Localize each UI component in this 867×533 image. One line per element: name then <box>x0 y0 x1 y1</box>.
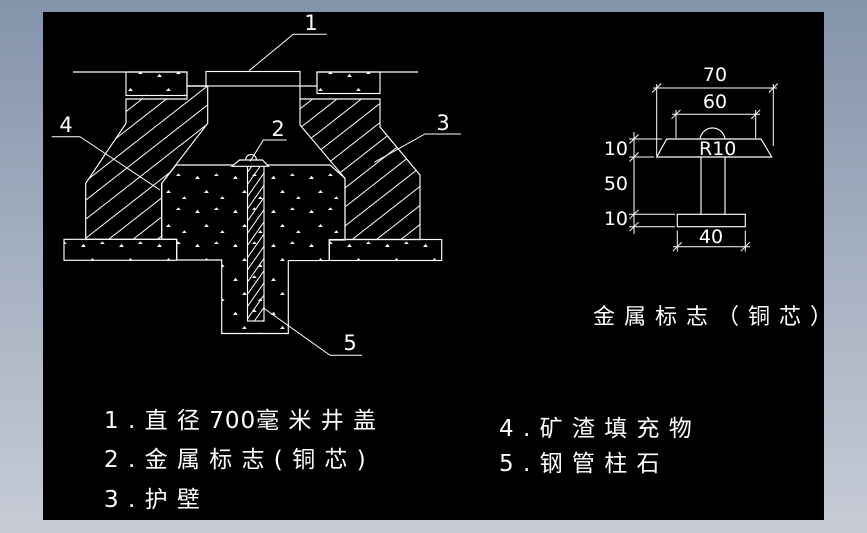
dim-40-value: 40 <box>699 226 723 248</box>
dim-60-value: 60 <box>703 91 727 113</box>
callout-4-label: 4 <box>59 113 72 137</box>
dimension-ticks <box>629 83 779 252</box>
dim-vertical-chain: 10 50 10 <box>604 132 675 234</box>
legend-item-3: 3 . 护 壁 <box>104 487 201 513</box>
dim-r10-value: R10 <box>699 138 736 160</box>
legend-item-4: 4 . 矿 渣 填 充 物 <box>499 416 693 442</box>
callout-3-label: 3 <box>436 111 449 135</box>
callout-3-leader <box>374 133 461 163</box>
dim-70: 70 <box>653 64 777 156</box>
detail-caption: 金 属 标 志 （ 铜 芯 ） <box>593 305 833 330</box>
callout-2-label: 2 <box>271 117 284 141</box>
dim-40: 40 <box>673 226 750 252</box>
legend-item-2: 2 . 金 属 标 志 ( 铜 芯 ) <box>104 447 367 473</box>
callout-5-label: 5 <box>343 331 356 355</box>
legend-item-1: 1 . 直 径 700毫 米 井 盖 <box>104 408 377 434</box>
left-shoulder-block <box>125 71 188 97</box>
left-footing <box>63 238 178 261</box>
dim-10-bottom-value: 10 <box>604 208 628 230</box>
dim-50-value: 50 <box>604 173 628 195</box>
detail-marker-base <box>676 213 746 228</box>
right-shoulder-block <box>316 71 381 95</box>
callout-1-leader <box>248 33 327 72</box>
detail-marker-cap <box>655 138 773 158</box>
callout-2-leader <box>249 139 287 162</box>
dim-70-value: 70 <box>703 64 727 86</box>
callout-4-leader <box>51 136 161 191</box>
callout-5-leader <box>263 307 362 356</box>
dim-10-top-value: 10 <box>604 138 628 160</box>
steel-pipe <box>246 165 265 322</box>
detail-marker-dome <box>699 127 726 140</box>
well-cover <box>205 70 301 87</box>
marker-cap-main <box>230 159 270 167</box>
model-space-canvas <box>43 12 824 520</box>
callout-1-label: 1 <box>304 11 317 35</box>
legend-item-5: 5 . 钢 管 柱 石 <box>499 451 661 477</box>
dim-60: 60 <box>672 91 760 138</box>
marker-dome-main <box>244 154 258 161</box>
detail-marker-stem <box>700 157 726 215</box>
right-footing <box>328 238 443 262</box>
